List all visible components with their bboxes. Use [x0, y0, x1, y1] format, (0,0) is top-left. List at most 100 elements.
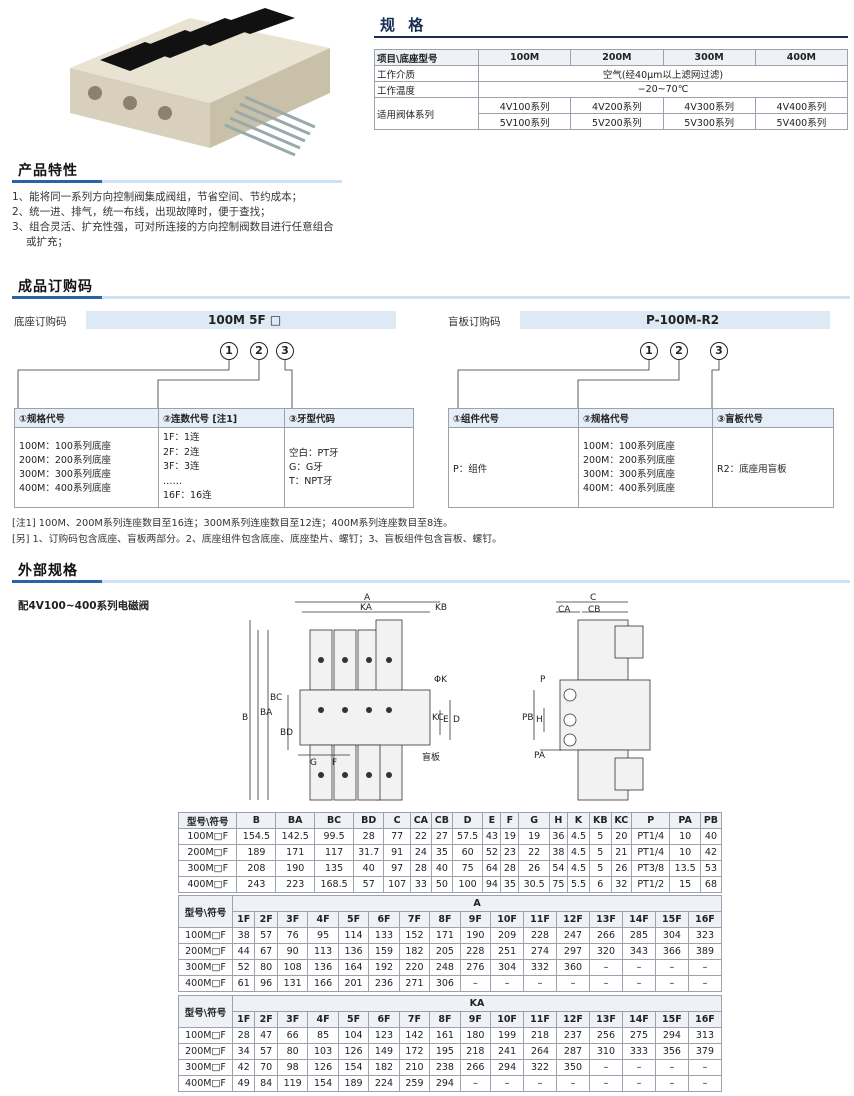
table-cell: 142	[398, 1027, 431, 1044]
table-cell: 322	[523, 1059, 558, 1076]
table-cell: 22	[409, 828, 432, 845]
table-cell: –	[523, 1075, 558, 1092]
spec-divider	[374, 36, 848, 38]
list-item: T：NPT牙	[289, 475, 333, 487]
column-header: B	[236, 812, 277, 829]
table-cell: 10	[669, 844, 701, 861]
column-header: BC	[314, 812, 354, 829]
corner-header: 型号\符号	[178, 895, 233, 928]
blank-order-header: ②规格代号	[578, 408, 713, 428]
table-cell: 80	[276, 1043, 309, 1060]
table-cell: 266	[588, 927, 623, 944]
table-cell: 200M□F	[177, 844, 238, 861]
table-cell: 95	[307, 927, 339, 944]
table-cell: –	[621, 1059, 656, 1076]
table-cell: 117	[314, 844, 354, 861]
table-cell: 294	[429, 1075, 461, 1092]
table-cell: –	[556, 1075, 590, 1092]
table-cell: 389	[687, 943, 723, 960]
dim-G: G	[310, 758, 317, 768]
table-cell: –	[654, 1059, 689, 1076]
dim-F: F	[332, 758, 337, 768]
table-cell: –	[523, 975, 558, 992]
table-cell: 208	[236, 860, 277, 877]
column-header: 9F	[459, 1011, 492, 1028]
table-cell: 5	[589, 860, 612, 877]
table-cell: 142.5	[275, 828, 316, 845]
table-cell: 189	[236, 844, 277, 861]
base-code: 100M 5F □	[208, 313, 282, 327]
table-cell: 275	[621, 1027, 656, 1044]
table-cell: 159	[368, 943, 400, 960]
table-cell: 119	[276, 1075, 309, 1092]
table-cell: 27	[430, 828, 453, 845]
blank-order-header: ①组件代号	[448, 408, 579, 428]
column-header: 4F	[307, 1011, 339, 1028]
table-cell: –	[490, 975, 525, 992]
column-header: 13F	[588, 911, 623, 928]
table-cell: 243	[236, 876, 277, 893]
table-cell: 97	[383, 860, 411, 877]
table-cell: 84	[254, 1075, 278, 1092]
column-header: 9F	[459, 911, 492, 928]
table-cell: 33	[409, 876, 432, 893]
table-cell: 22	[518, 844, 550, 861]
table-cell: 40	[430, 860, 453, 877]
table-cell: 241	[490, 1043, 525, 1060]
column-header: 16F	[687, 911, 723, 928]
base-order-header: ①规格代号	[14, 408, 159, 428]
circle-3: 3	[710, 342, 728, 360]
table-cell: 343	[621, 943, 656, 960]
table-cell: 251	[490, 943, 525, 960]
table-cell: –	[654, 975, 689, 992]
column-header: 10F	[490, 1011, 525, 1028]
table-cell: 256	[588, 1027, 623, 1044]
column-header: 2F	[254, 911, 278, 928]
column-header: CB	[430, 812, 453, 829]
column-header: 15F	[654, 911, 689, 928]
table-cell: 26	[610, 860, 633, 877]
table-cell: 23	[500, 844, 520, 861]
table-cell: 366	[654, 943, 689, 960]
table-cell: 68	[699, 876, 723, 893]
table-cell: 42	[699, 844, 723, 861]
column-header: 5F	[337, 1011, 370, 1028]
table-cell: 123	[368, 1027, 400, 1044]
dim-CA: CA	[558, 605, 571, 615]
table-cell: 103	[307, 1043, 339, 1060]
order-note-1: [注1] 100M、200M系列连座数目至16连；300M系列连座数目至12连；…	[12, 518, 453, 529]
table-cell: 13.5	[669, 860, 701, 877]
group-header: A	[232, 895, 722, 912]
table-cell: 96	[254, 975, 278, 992]
table-cell: 98	[276, 1059, 309, 1076]
list-item: 100M：100系列底座	[19, 440, 111, 452]
table-cell: 50	[430, 876, 453, 893]
table-cell: 310	[588, 1043, 623, 1060]
table-cell: 300M□F	[177, 860, 238, 877]
column-header: 1F	[231, 1011, 256, 1028]
table-cell: 154	[337, 1059, 370, 1076]
table-cell: 53	[699, 860, 723, 877]
column-header: PA	[669, 812, 701, 829]
dim-BC: BC	[270, 693, 282, 703]
table-cell: 34	[231, 1043, 256, 1060]
front-view-drawing: A KA KB BC BA B BD G F ΦK KC E D 盲板	[242, 593, 460, 801]
column-header: CA	[409, 812, 432, 829]
table-cell: 154.5	[236, 828, 277, 845]
table-cell: 182	[398, 943, 431, 960]
table-cell: 236	[368, 975, 400, 992]
spec-value: 5V100系列	[477, 113, 572, 130]
list-item: 2F：2连	[163, 446, 200, 458]
table-cell: –	[459, 975, 492, 992]
table-cell: 57	[254, 1043, 278, 1060]
list-item: G：G牙	[289, 461, 323, 473]
spec-value: 5V300系列	[662, 113, 756, 130]
table-cell: 218	[523, 1027, 558, 1044]
table-cell: 31.7	[352, 844, 385, 861]
table-cell: 26	[518, 860, 550, 877]
